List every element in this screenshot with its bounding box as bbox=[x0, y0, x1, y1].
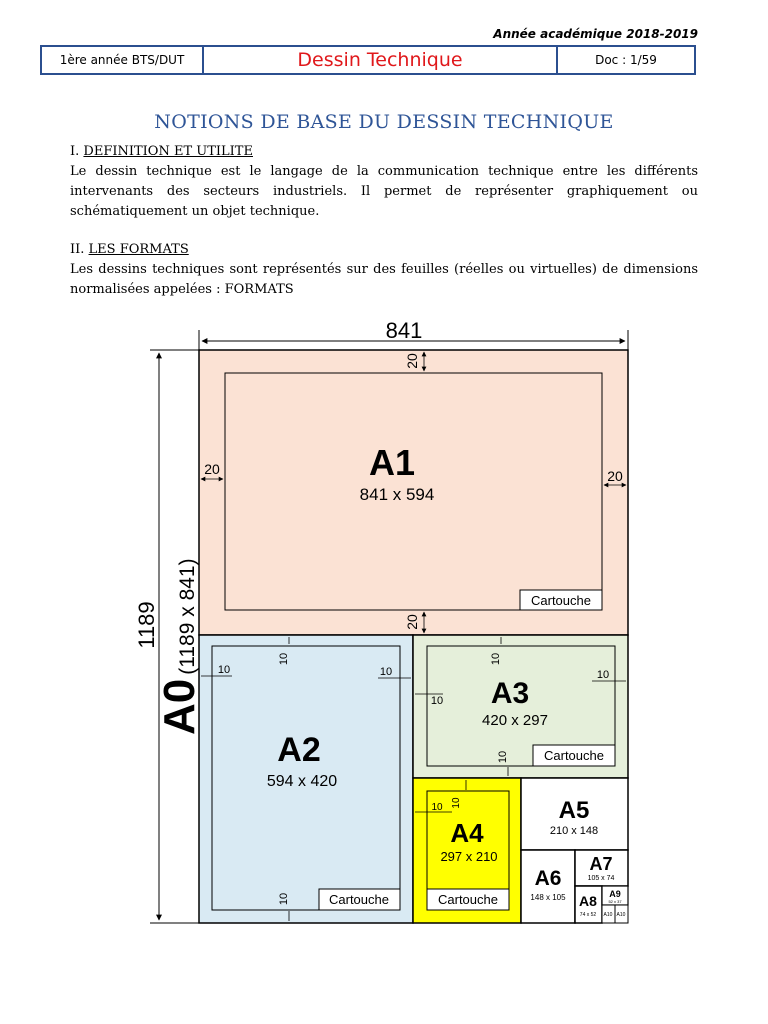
a6-sheet bbox=[520, 849, 576, 924]
a3-bottom-margin-label: 10 bbox=[497, 751, 509, 763]
a4-cartouche bbox=[426, 888, 510, 911]
a2-bottom-margin-label: 10 bbox=[278, 893, 290, 905]
a7-size: 105 x 74 bbox=[588, 875, 615, 882]
section-formats-text: Les dessins techniques sont représentés … bbox=[70, 262, 698, 297]
a3-size: 420 x 297 bbox=[482, 712, 548, 729]
header-doc-number: Doc : 1/59 bbox=[595, 53, 657, 67]
section-formats: II. LES FORMATS Les dessins techniques s… bbox=[70, 240, 698, 300]
a2-top-margin-label: 10 bbox=[278, 653, 290, 665]
section-definition-heading: I. DEFINITION ET UTILITE bbox=[70, 142, 698, 162]
a2-left-margin-label: 10 bbox=[218, 664, 230, 676]
a3-frame bbox=[426, 645, 616, 767]
a7-label: A7 bbox=[589, 854, 612, 874]
a8-size: 74 x 52 bbox=[580, 912, 597, 918]
a6-label: A6 bbox=[535, 867, 562, 890]
a1-top-margin-label: 20 bbox=[404, 353, 420, 369]
a2-sheet bbox=[198, 634, 414, 924]
a3-cartouche-label: Cartouche bbox=[544, 748, 604, 763]
section-definition: I. DEFINITION ET UTILITE Le dessin techn… bbox=[70, 142, 698, 222]
academic-year: Année académique 2018-2019 bbox=[493, 27, 698, 41]
section-formats-heading: II. LES FORMATS bbox=[70, 240, 698, 260]
a1-label: A1 bbox=[369, 442, 415, 483]
a2-right-margin-label: 10 bbox=[380, 666, 392, 678]
a0-label-name: A0 bbox=[155, 679, 204, 735]
header-table: 1ère année BTS/DUT Dessin Technique Doc … bbox=[40, 45, 696, 75]
a4-cartouche-label: Cartouche bbox=[438, 892, 498, 907]
a2-size: 594 x 420 bbox=[267, 773, 337, 790]
a1-cartouche bbox=[519, 589, 603, 611]
a1-sheet bbox=[198, 349, 629, 636]
a3-label: A3 bbox=[491, 677, 529, 710]
a1-left-margin-label: 20 bbox=[204, 461, 220, 477]
a4-top-margin-label: 10 bbox=[451, 797, 462, 809]
header-level: 1ère année BTS/DUT bbox=[42, 47, 204, 73]
a4-label: A4 bbox=[450, 818, 484, 848]
a8-sheet bbox=[574, 885, 603, 924]
section-definition-text: Le dessin technique est le langage de la… bbox=[70, 164, 698, 219]
a10-label-b: A10 bbox=[617, 912, 626, 918]
page-title: NOTIONS DE BASE DU DESSIN TECHNIQUE bbox=[154, 111, 614, 133]
header-subject: Dessin Technique bbox=[204, 47, 558, 73]
a3-top-margin-label: 10 bbox=[490, 653, 502, 665]
a2-cartouche bbox=[318, 888, 401, 911]
section-number: II. bbox=[70, 242, 85, 257]
a5-size: 210 x 148 bbox=[550, 825, 598, 837]
a4-left-margin-label: 10 bbox=[431, 802, 443, 813]
a1-bottom-margin-label: 20 bbox=[404, 614, 420, 630]
a9-label: A9 bbox=[609, 889, 621, 899]
a6-size: 148 x 105 bbox=[530, 893, 566, 902]
a0-label-size: (1189 x 841) bbox=[176, 558, 199, 674]
a1-size: 841 x 594 bbox=[360, 485, 435, 504]
a2-label: A2 bbox=[277, 731, 320, 769]
section-number: I. bbox=[70, 144, 80, 159]
a10-label: A10 bbox=[604, 912, 613, 918]
a3-cartouche bbox=[532, 744, 616, 767]
a5-label: A5 bbox=[559, 797, 590, 824]
width-dimension-label: 841 bbox=[386, 318, 423, 343]
section-heading-text: DEFINITION ET UTILITE bbox=[83, 144, 253, 159]
a4-size: 297 x 210 bbox=[440, 849, 497, 864]
a5-sheet bbox=[520, 777, 629, 851]
a10-sheet-b bbox=[614, 904, 629, 924]
a8-label: A8 bbox=[579, 893, 597, 909]
a3-left-margin-label: 10 bbox=[431, 695, 443, 707]
height-dimension-label: 1189 bbox=[134, 601, 159, 648]
section-heading-text: LES FORMATS bbox=[88, 242, 189, 257]
a9-size: 52 x 37 bbox=[608, 899, 622, 904]
a2-cartouche-label: Cartouche bbox=[329, 892, 389, 907]
a1-cartouche-label: Cartouche bbox=[531, 593, 591, 608]
a7-sheet bbox=[574, 849, 629, 887]
a3-right-margin-label: 10 bbox=[597, 669, 609, 681]
a1-frame bbox=[224, 372, 603, 611]
a0-label: A0 (1189 x 841) bbox=[155, 558, 204, 735]
a2-frame bbox=[211, 645, 401, 911]
a1-right-margin-label: 20 bbox=[607, 468, 623, 484]
